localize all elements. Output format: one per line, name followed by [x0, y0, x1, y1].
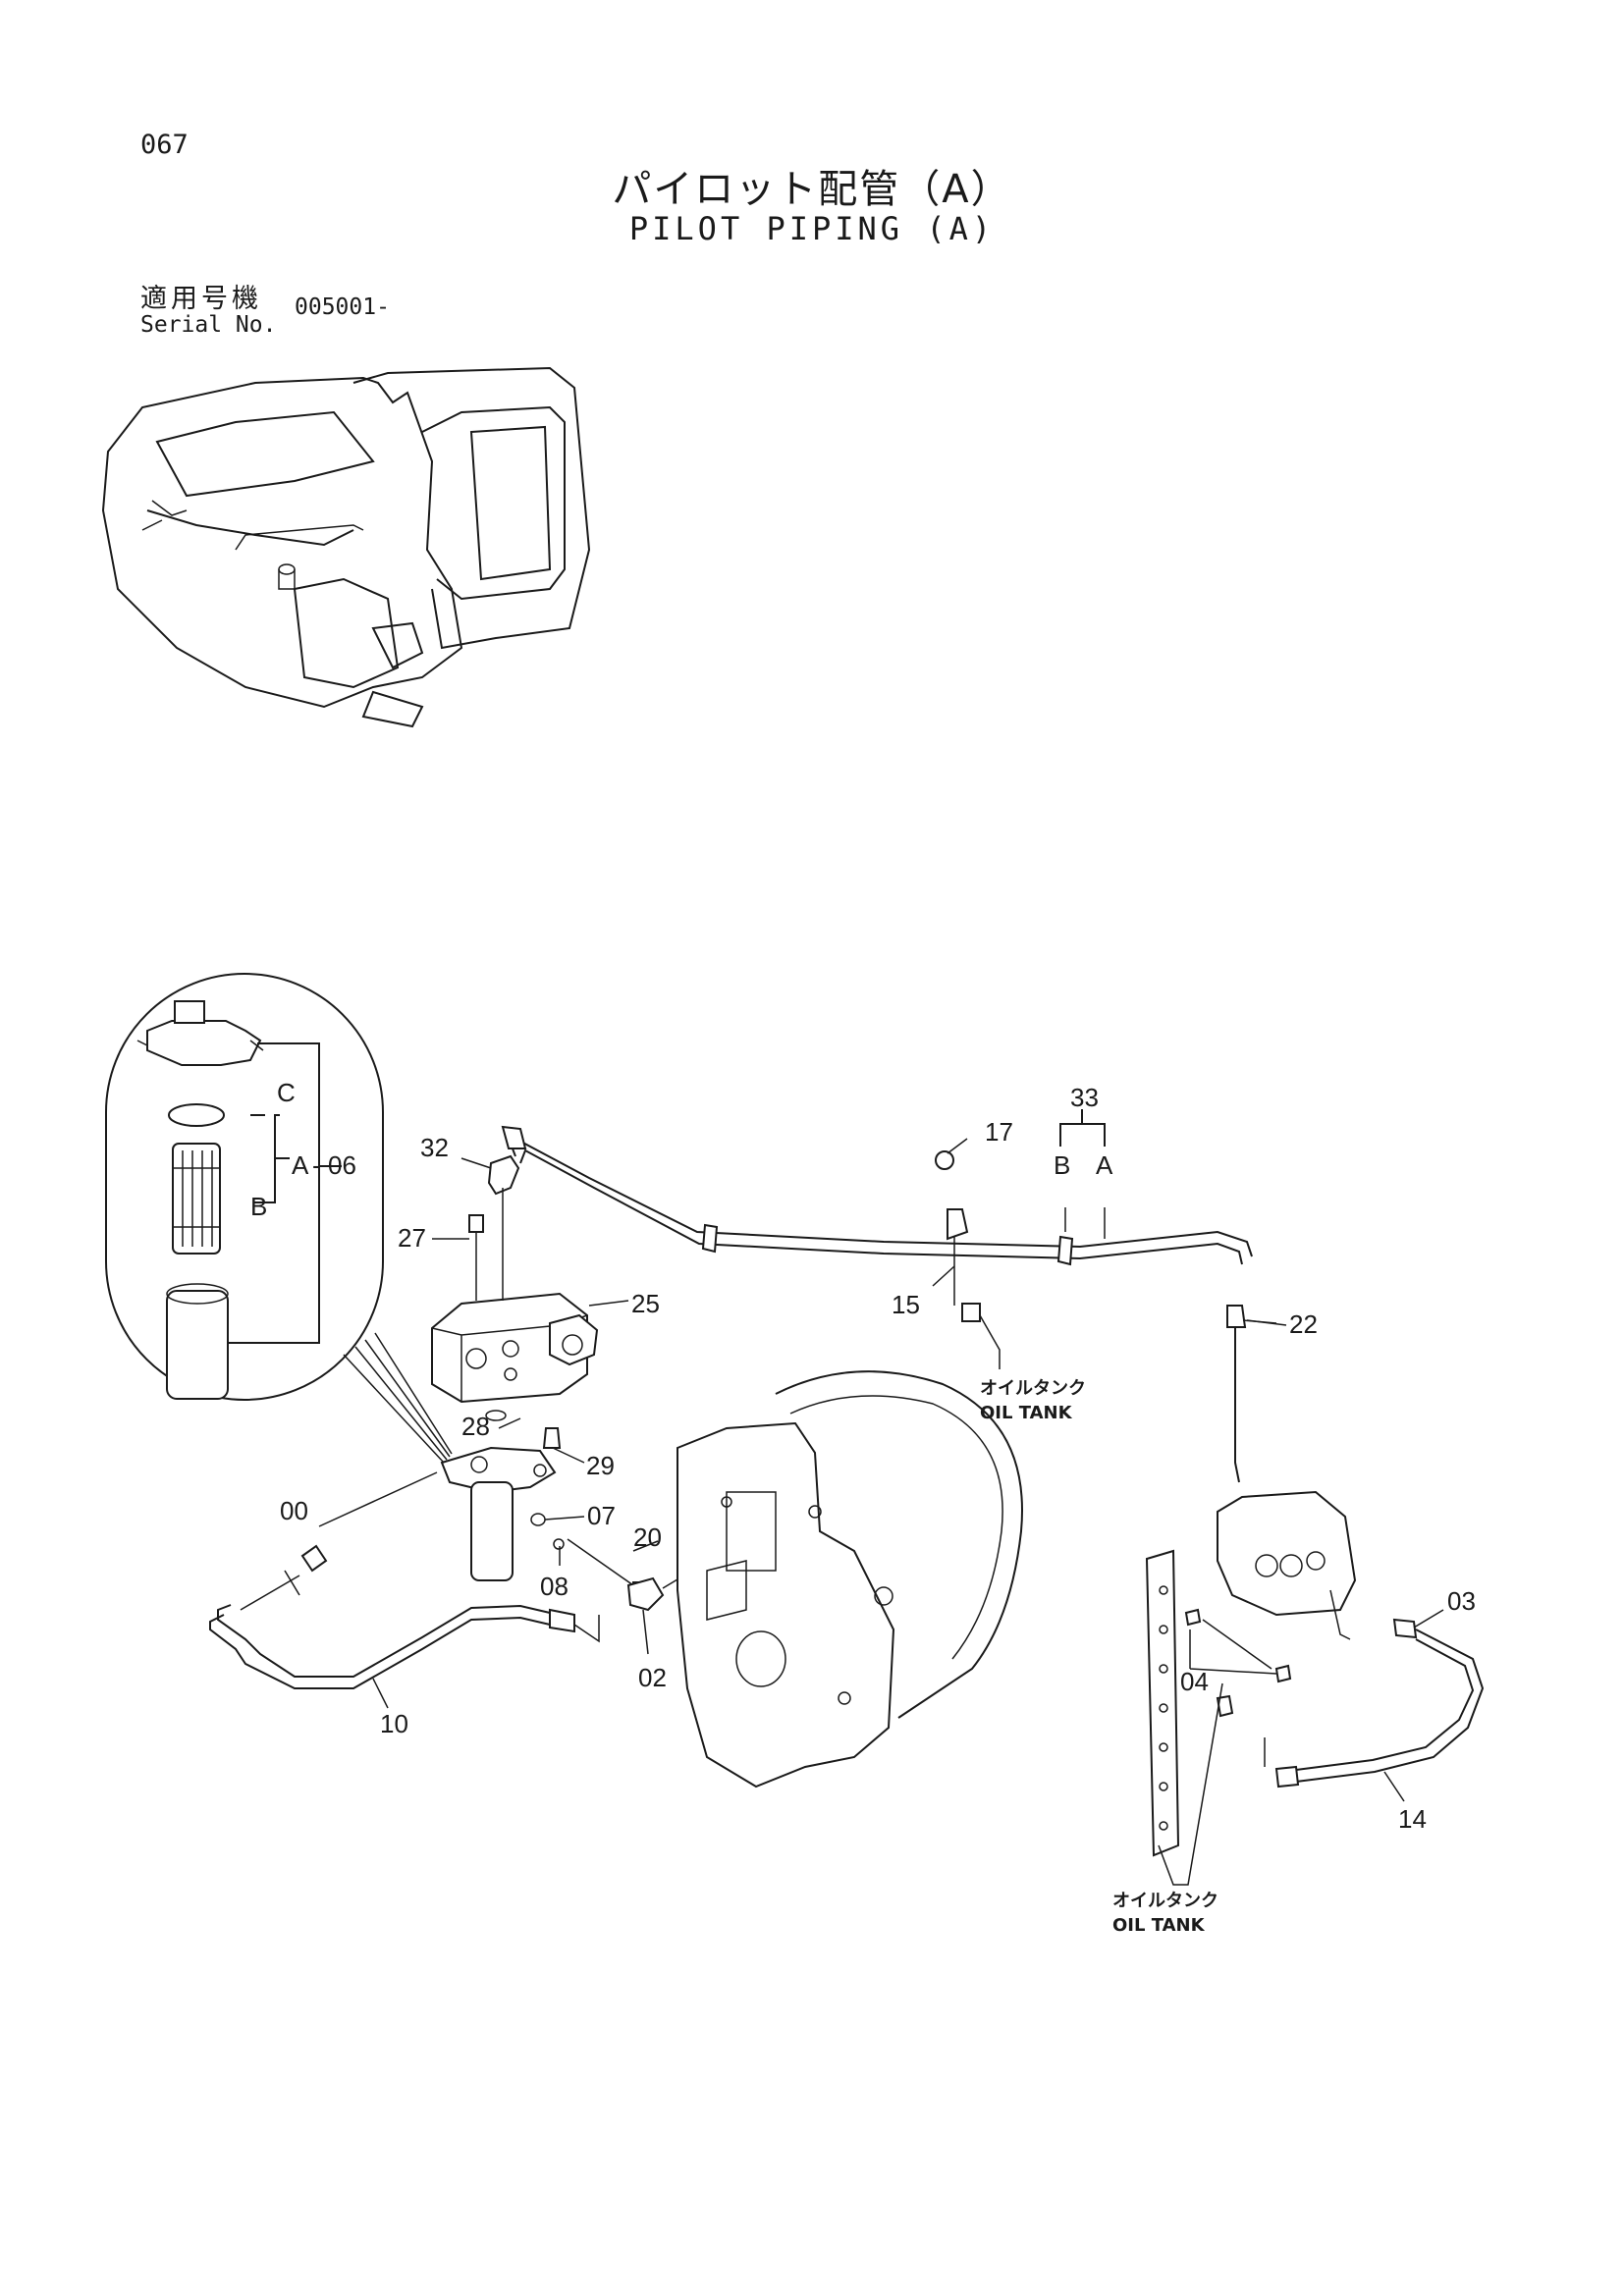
note-oil-tank-lower-en: OIL TANK: [1112, 1915, 1206, 1936]
callout-32: 32: [420, 1133, 449, 1162]
callout-08: 08: [540, 1572, 568, 1601]
callout-27: 27: [398, 1223, 426, 1253]
callout-03: 03: [1447, 1586, 1476, 1616]
serial-label-japanese: 適用号機: [140, 284, 262, 314]
callout-29: 29: [586, 1451, 615, 1480]
pipe-33: [501, 1125, 1253, 1266]
callout-b: B: [250, 1192, 267, 1221]
callout-a: A: [292, 1150, 309, 1180]
callout-14: 14: [1398, 1804, 1427, 1834]
filter-detail-balloon: [105, 973, 453, 1464]
hose-14: [1264, 1629, 1485, 1789]
page-title-japanese: パイロット配管（A）: [612, 167, 1012, 212]
serial-number-range: 005001-: [295, 294, 390, 320]
bolt-17: [935, 1150, 954, 1170]
note-oil-tank-upper-en: OIL TANK: [980, 1403, 1073, 1423]
callout-17: 17: [985, 1117, 1013, 1147]
filter-element-part-b: [172, 1143, 221, 1255]
serial-label-english: Serial No.: [140, 312, 277, 338]
callout-25: 25: [631, 1289, 660, 1318]
main-pump: [677, 1370, 1023, 1789]
note-oil-tank-lower-ja: オイルタンク: [1112, 1891, 1218, 1911]
hose-10: [209, 1544, 600, 1689]
filter-case: [166, 1290, 229, 1400]
callout-33: 33: [1070, 1083, 1099, 1112]
callout-33-a: A: [1096, 1150, 1113, 1180]
callout-dash-06: -: [312, 1150, 321, 1180]
callout-00: 00: [280, 1496, 308, 1525]
note-oil-tank-upper-ja: オイルタンク: [980, 1378, 1086, 1399]
pilot-filter: [440, 1446, 648, 1597]
connector-22: [1226, 1305, 1287, 1483]
callout-07: 07: [587, 1501, 616, 1530]
clamp-15: [935, 1150, 1001, 1369]
callout-22: 22: [1289, 1309, 1318, 1339]
callout-28: 28: [461, 1412, 490, 1441]
callout-33-b: B: [1054, 1150, 1070, 1180]
pilot-valve-block: [1145, 1490, 1418, 1857]
callout-20: 20: [633, 1522, 662, 1552]
callout-c: C: [277, 1078, 296, 1107]
callout-04: 04: [1180, 1667, 1209, 1696]
page-number: 067: [140, 130, 189, 160]
o-ring-part-c: [168, 1103, 225, 1127]
page-title-english: PILOT PIPING (A): [628, 210, 996, 247]
callout-10: 10: [380, 1709, 408, 1738]
leader-lines: [284, 1109, 1444, 1886]
manifold-block-assembly: [431, 1154, 599, 1449]
callout-02: 02: [638, 1663, 667, 1692]
excavator-overview-illustration: [101, 366, 591, 728]
callout-06: 06: [328, 1150, 356, 1180]
callout-15: 15: [892, 1290, 920, 1319]
